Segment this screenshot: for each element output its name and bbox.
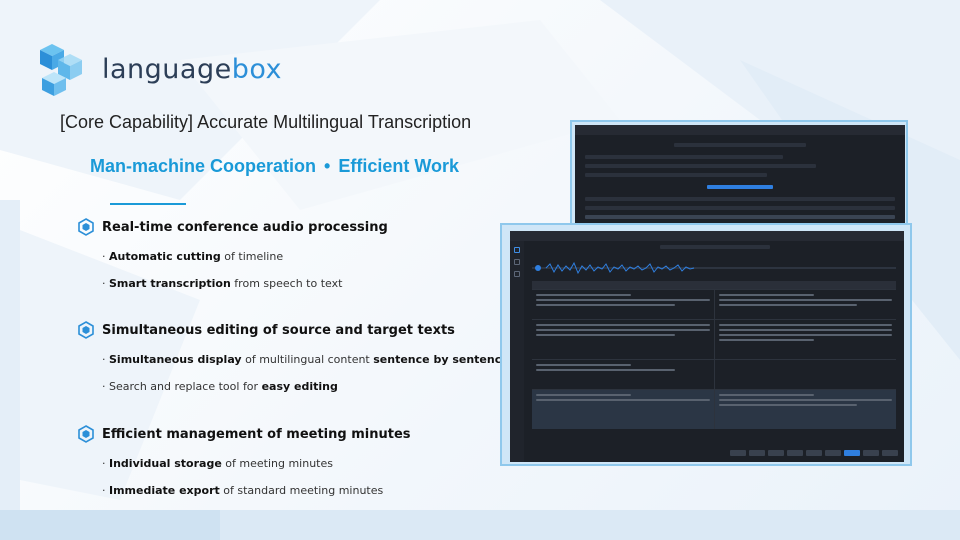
line-prefix: ·	[102, 277, 109, 290]
screenshot-row	[585, 197, 895, 201]
audio-waveform	[532, 261, 896, 275]
grid-row	[532, 359, 896, 389]
grid-header	[532, 281, 896, 289]
screenshot-toolbar	[532, 450, 898, 458]
feature-title: Simultaneous editing of source and targe…	[78, 321, 509, 339]
screenshot-heading	[674, 143, 806, 147]
line-rest: of multilingual content	[241, 353, 374, 366]
screenshot-row	[585, 215, 895, 219]
subtitle-part-1: Man-machine Cooperation	[90, 156, 317, 176]
document-icon	[514, 259, 520, 265]
line-emphasis: Smart transcription	[109, 277, 231, 290]
feature-title-text: Real-time conference audio processing	[102, 219, 388, 235]
left-decorative-strip	[0, 200, 20, 510]
feature-line: · Immediate export of standard meeting m…	[102, 484, 411, 497]
grid-row	[532, 319, 896, 359]
line-emphasis-2: sentence by sentence	[373, 353, 509, 366]
line-prefix: ·	[102, 250, 109, 263]
line-rest: of meeting minutes	[221, 457, 333, 470]
feature-line: · Search and replace tool for easy editi…	[102, 380, 509, 393]
subtitle-part-2: Efficient Work	[338, 156, 460, 176]
brand-logo: languagebox	[36, 40, 282, 98]
screenshot-section-marker	[707, 185, 773, 189]
line-rest: of timeline	[220, 250, 284, 263]
screenshot-heading	[660, 245, 770, 249]
screenshot-row	[585, 206, 895, 210]
edit-icon	[514, 247, 520, 253]
feature-title-text: Efficient management of meeting minutes	[102, 426, 411, 442]
line-prefix: ·	[102, 457, 109, 470]
line-emphasis: Automatic cutting	[109, 250, 221, 263]
hexagon-icon	[78, 218, 94, 236]
feature-line: · Simultaneous display of multilingual c…	[102, 353, 509, 366]
feature-line: · Individual storage of meeting minutes	[102, 457, 411, 470]
feature-block-3: Efficient management of meeting minutes …	[78, 425, 411, 497]
grid-row-selected	[532, 389, 896, 429]
line-emphasis: Immediate export	[109, 484, 220, 497]
folder-icon	[514, 271, 520, 277]
line-emphasis: Individual storage	[109, 457, 222, 470]
line-prefix: ·	[102, 484, 109, 497]
screenshot-sidebar	[510, 241, 524, 462]
feature-block-1: Real-time conference audio processing · …	[78, 218, 388, 290]
brand-prefix: language	[102, 53, 232, 85]
feature-line: · Automatic cutting of timeline	[102, 250, 388, 263]
feature-block-2: Simultaneous editing of source and targe…	[78, 321, 509, 393]
page-title: [Core Capability] Accurate Multilingual …	[60, 112, 472, 132]
title-divider	[110, 203, 186, 205]
brand-wordmark: languagebox	[102, 54, 282, 85]
line-prefix: ·	[102, 353, 109, 366]
screenshot-row	[585, 155, 783, 159]
bilingual-grid	[532, 281, 896, 441]
line-emphasis: easy editing	[261, 380, 338, 393]
screenshot-titlebar	[575, 125, 905, 135]
hexagon-icon	[78, 321, 94, 339]
grid-row	[532, 289, 896, 319]
line-emphasis: Simultaneous display	[109, 353, 242, 366]
screenshot-row	[585, 164, 816, 168]
subtitle-separator: •	[324, 156, 331, 176]
brand-suffix: box	[231, 53, 283, 85]
line-rest: of standard meeting minutes	[219, 484, 384, 497]
bottom-band-accent	[0, 510, 220, 540]
feature-line: · Smart transcription from speech to tex…	[102, 277, 388, 290]
editor-screenshot	[510, 231, 904, 462]
screenshot-row	[585, 173, 767, 177]
hexagon-icon	[78, 425, 94, 443]
feature-title-text: Simultaneous editing of source and targe…	[102, 322, 455, 338]
screenshot-titlebar	[510, 231, 904, 241]
subtitle: Man-machine Cooperation • Efficient Work	[90, 156, 459, 177]
isometric-cubes-icon	[40, 44, 82, 96]
feature-title: Efficient management of meeting minutes	[78, 425, 411, 443]
line-rest: from speech to text	[230, 277, 343, 290]
line-prefix: · Search and replace tool for	[102, 380, 262, 393]
feature-title: Real-time conference audio processing	[78, 218, 388, 236]
